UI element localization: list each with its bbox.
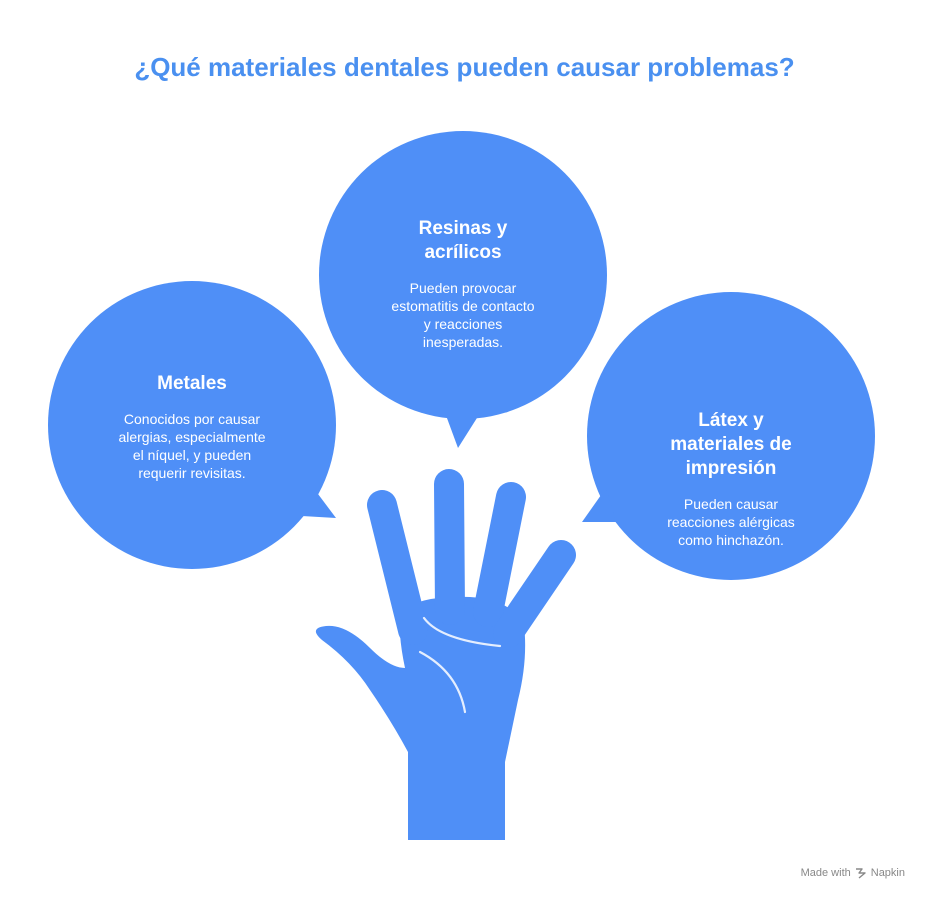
bubble-description: Pueden provocar estomatitis de contacto … [391, 280, 535, 350]
bubble-description: Conocidos por causar alergias, especialm… [118, 411, 266, 481]
bubble-latex [582, 292, 875, 580]
bubble-resinas [319, 131, 607, 448]
bubble-latex-text: Látex y materiales de impresión Pueden c… [631, 409, 831, 549]
bubble-title: Metales [157, 373, 227, 394]
bubble-description: Pueden causar reacciones alérgicas como … [667, 496, 795, 548]
bubble-metales-text: Metales Conocidos por causar alergias, e… [92, 372, 292, 482]
bubble-title: Látex y materiales de impresión [670, 410, 792, 479]
napkin-logo-icon [855, 868, 866, 879]
made-with-napkin-badge[interactable]: Made with Napkin [801, 867, 905, 879]
page-title: ¿Qué materiales dentales pueden causar p… [134, 52, 795, 82]
bubble-metales [48, 281, 336, 569]
hand-icon [315, 469, 576, 840]
bubble-title: Resinas y acrílicos [418, 218, 508, 263]
napkin-brand-label: Napkin [870, 867, 905, 879]
made-with-label: Made with [800, 867, 851, 879]
bubble-resinas-text: Resinas y acrílicos Pueden provocar esto… [363, 217, 563, 351]
